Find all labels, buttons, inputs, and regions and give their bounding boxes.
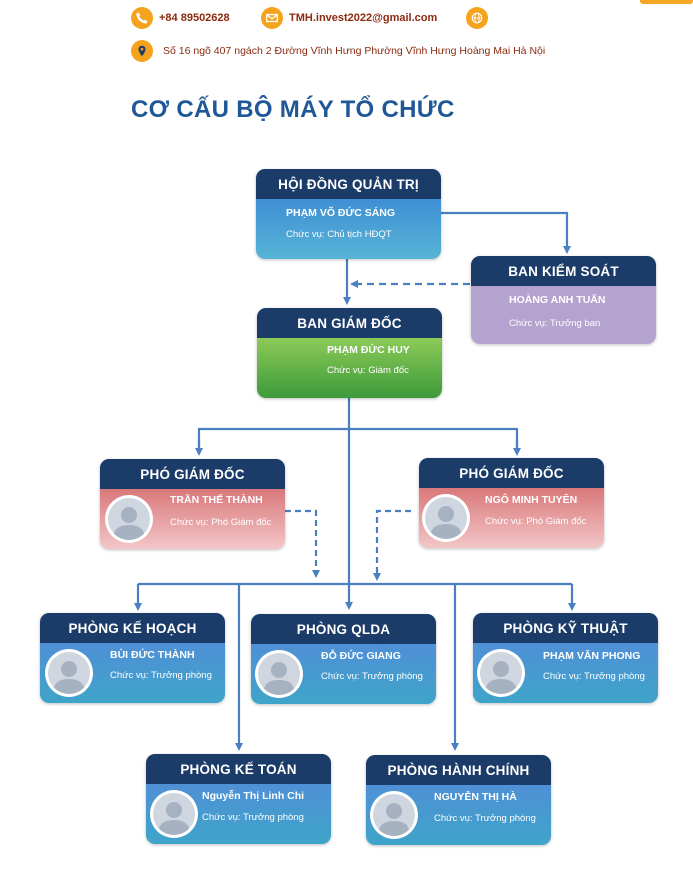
person-silhouette-icon xyxy=(485,661,517,694)
connector-deputy-right-dashed xyxy=(373,509,411,581)
globe-icon xyxy=(466,7,488,29)
board-title: HỘI ĐỒNG QUẢN TRỊ xyxy=(256,169,441,199)
deputy-left-title: PHÓ GIÁM ĐỐC xyxy=(100,459,285,489)
accounting-title: PHÒNG KẾ TOÁN xyxy=(146,754,331,784)
address-text: Số 16 ngõ 407 ngách 2 Đường Vĩnh Hưng Ph… xyxy=(163,45,546,57)
corner-accent-tab xyxy=(640,0,693,4)
technical-box[interactable]: PHÒNG KỸ THUẬT PHẠM VĂN PHONG Chức vụ: T… xyxy=(473,613,658,703)
directors-box[interactable]: BAN GIÁM ĐỐC PHẠM ĐỨC HUY Chức vụ: Giám … xyxy=(257,308,442,398)
mail-icon xyxy=(261,7,283,29)
deputy-right-name: NGÔ MINH TUYÊN xyxy=(485,494,578,506)
deputy-left-box[interactable]: PHÓ GIÁM ĐỐC TRẦN THẾ THÀNH Chức vụ: Phó… xyxy=(100,459,285,549)
person-silhouette-icon xyxy=(263,662,295,695)
board-box[interactable]: HỘI ĐỒNG QUẢN TRỊ PHẠM VÕ ĐỨC SÁNG Chức … xyxy=(256,169,441,259)
connector-deputy-left-dashed xyxy=(285,509,320,578)
deputy-right-title: PHÓ GIÁM ĐỐC xyxy=(419,458,604,488)
contact-email[interactable]: TMH.invest2022@gmail.com xyxy=(261,7,437,29)
planning-box[interactable]: PHÒNG KẾ HOẠCH BÙI ĐỨC THÀNH Chức vụ: Tr… xyxy=(40,613,225,703)
avatar xyxy=(105,495,153,543)
deputy-left-role: Chức vụ: Phó Giám đốc xyxy=(170,517,272,528)
avatar xyxy=(150,790,198,838)
person-silhouette-icon xyxy=(113,507,145,540)
contact-address: Số 16 ngõ 407 ngách 2 Đường Vĩnh Hưng Ph… xyxy=(131,40,545,62)
admin-head-role: Chức vụ: Trưởng phòng xyxy=(434,813,536,824)
person-silhouette-icon xyxy=(53,661,85,694)
board-member-role: Chức vụ: Chủ tịch HĐQT xyxy=(286,229,392,240)
qlda-box[interactable]: PHÒNG QLDA ĐỖ ĐỨC GIANG Chức vụ: Trưởng … xyxy=(251,614,436,704)
avatar xyxy=(45,649,93,697)
location-icon xyxy=(131,40,153,62)
person-silhouette-icon xyxy=(430,506,462,539)
directors-member-name: PHẠM ĐỨC HUY xyxy=(327,344,410,356)
supervisory-title: BAN KIỂM SOÁT xyxy=(471,256,656,286)
person-silhouette-icon xyxy=(378,803,410,836)
supervisory-box[interactable]: BAN KIỂM SOÁT HOÀNG ANH TUẤN Chức vụ: Tr… xyxy=(471,256,656,344)
phone-icon xyxy=(131,7,153,29)
technical-title: PHÒNG KỸ THUẬT xyxy=(473,613,658,643)
admin-head-name: NGUYỄN THỊ HÀ xyxy=(434,791,517,803)
accounting-head-role: Chức vụ: Trưởng phòng xyxy=(202,812,304,823)
technical-head-role: Chức vụ: Trưởng phòng xyxy=(543,671,645,682)
supervisory-member-role: Chức vụ: Trưởng ban xyxy=(509,318,601,329)
connector-board-supervisory xyxy=(441,211,571,254)
directors-title: BAN GIÁM ĐỐC xyxy=(257,308,442,338)
connector-directors-deputies xyxy=(197,427,519,452)
supervisory-member-name: HOÀNG ANH TUẤN xyxy=(509,294,606,306)
accounting-head-name: Nguyễn Thị Linh Chi xyxy=(202,790,305,802)
qlda-title: PHÒNG QLDA xyxy=(251,614,436,644)
admin-title: PHÒNG HÀNH CHÍNH xyxy=(366,755,551,785)
planning-title: PHÒNG KẾ HOẠCH xyxy=(40,613,225,643)
planning-head-name: BÙI ĐỨC THÀNH xyxy=(110,649,195,661)
contact-phone[interactable]: +84 89502628 xyxy=(131,7,230,29)
phone-number: +84 89502628 xyxy=(159,12,230,24)
avatar xyxy=(477,649,525,697)
deputy-right-box[interactable]: PHÓ GIÁM ĐỐC NGÔ MINH TUYÊN Chức vụ: Phó… xyxy=(419,458,604,548)
email-address: TMH.invest2022@gmail.com xyxy=(289,12,438,24)
accounting-box[interactable]: PHÒNG KẾ TOÁN Nguyễn Thị Linh Chi Chức v… xyxy=(146,754,331,844)
contact-website[interactable] xyxy=(466,7,488,29)
avatar xyxy=(370,791,418,839)
deputy-right-role: Chức vụ: Phó Giám đốc xyxy=(485,516,587,527)
qlda-head-name: ĐỖ ĐỨC GIANG xyxy=(321,650,401,662)
avatar xyxy=(422,494,470,542)
board-member-name: PHẠM VÕ ĐỨC SÁNG xyxy=(286,207,396,219)
planning-head-role: Chức vụ: Trưởng phòng xyxy=(110,670,212,681)
qlda-head-role: Chức vụ: Trưởng phòng xyxy=(321,671,423,682)
technical-head-name: PHẠM VĂN PHONG xyxy=(543,650,641,662)
person-silhouette-icon xyxy=(158,802,190,835)
avatar xyxy=(255,650,303,698)
admin-box[interactable]: PHÒNG HÀNH CHÍNH NGUYỄN THỊ HÀ Chức vụ: … xyxy=(366,755,551,845)
directors-member-role: Chức vụ: Giám đốc xyxy=(327,365,409,376)
deputy-left-name: TRẦN THẾ THÀNH xyxy=(170,494,263,506)
page-title: CƠ CẤU BỘ MÁY TỔ CHỨC xyxy=(131,96,455,123)
